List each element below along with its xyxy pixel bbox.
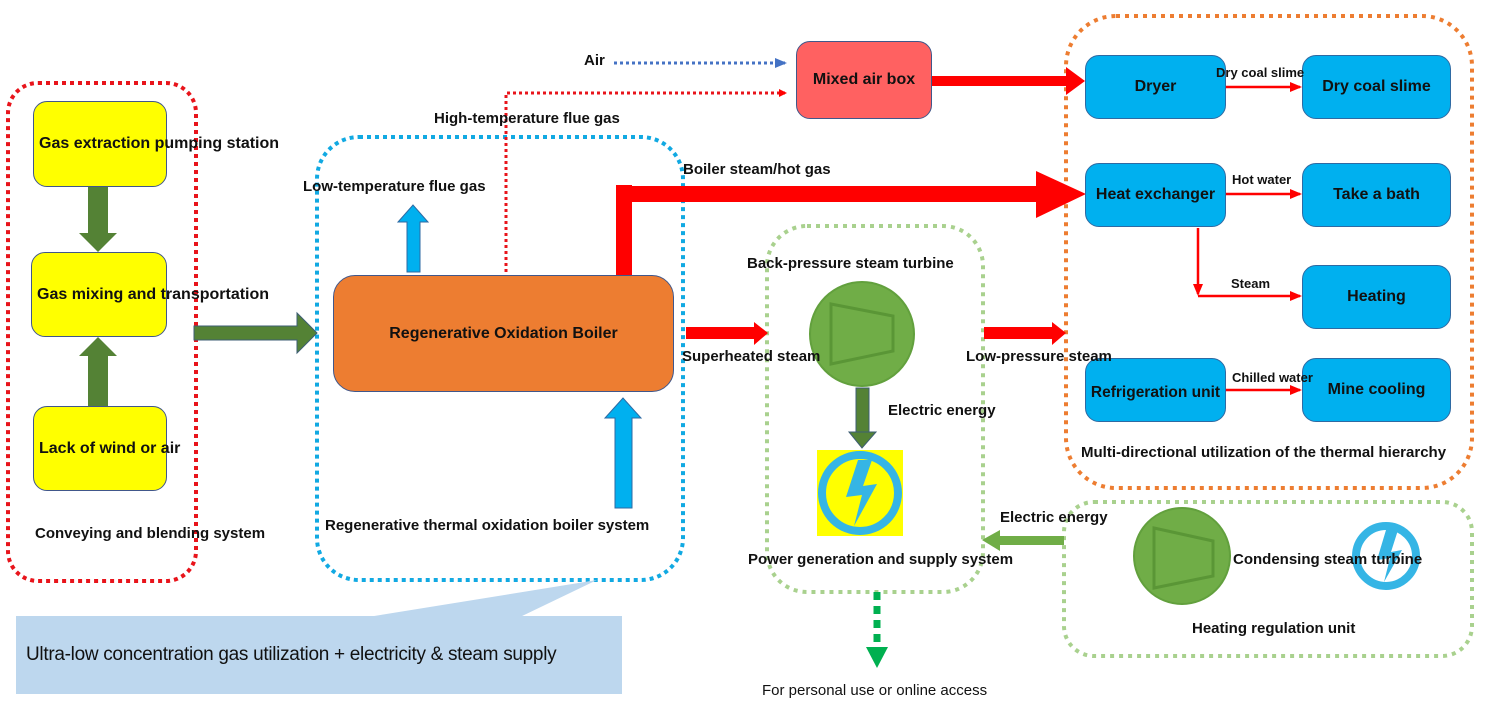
node-take-a-bath: Take a bath [1302,163,1451,227]
node-lack-of-wind: Lack of wind or air [33,406,180,491]
label-electric-energy-2: Electric energy [1000,509,1108,526]
group-power-system-label: Power generation and supply system [748,551,1014,568]
back-pressure-turbine-icon [809,281,915,387]
node-refrigeration-unit-label: Refrigeration unit [1090,384,1221,401]
label-steam: Steam [1231,276,1271,291]
summary-callout: Ultra-low concentration gas utilization … [16,616,622,694]
group-heating-regulation-label: Heating regulation unit [1192,620,1356,637]
node-dryer-label: Dryer [1134,78,1177,95]
node-heat-exchanger-label: Heat exchanger [1095,186,1216,203]
group-boiler-system-border [315,135,685,582]
arrow-mixedair-to-dryer [932,67,1085,95]
node-heating: Heating [1302,265,1451,329]
label-electric-energy-1: Electric energy [888,402,996,419]
label-chilled-water: Chilled water [1232,370,1313,385]
label-low-temp-flue-gas: Low-temperature flue gas [303,178,486,195]
summary-callout-text: Ultra-low concentration gas utilization … [26,644,557,665]
label-back-pressure-turbine: Back-pressure steam turbine [747,255,954,272]
node-boiler: Regenerative Oxidation Boiler [333,275,674,392]
node-mixed-air-box-label: Mixed air box [812,71,916,88]
label-dry-coal-slime-flow: Dry coal slime [1216,65,1305,80]
node-mine-cooling: Mine cooling [1302,358,1451,422]
node-take-a-bath-label: Take a bath [1333,186,1420,203]
node-gas-mixing-label: Gas mixing and transportation [37,285,270,303]
node-mixed-air-box: Mixed air box [796,41,932,119]
label-low-pressure-steam: Low-pressure steam [966,348,1112,365]
node-heating-label: Heating [1347,288,1406,305]
group-boiler-system-label: Regenerative thermal oxidation boiler sy… [325,517,650,534]
label-boiler-steam-hot-gas: Boiler steam/hot gas [683,161,831,178]
node-dry-coal-slime: Dry coal slime [1302,55,1451,119]
node-lack-of-wind-label: Lack of wind or air [39,439,181,457]
group-conveying-label: Conveying and blending system [35,525,266,542]
arrow-low-pressure-steam [984,322,1066,345]
label-air: Air [584,52,605,69]
label-hot-water: Hot water [1232,172,1292,187]
arrow-mixing-to-boiler [193,311,318,355]
node-heat-exchanger: Heat exchanger [1085,163,1226,227]
power-generation-icon [817,450,903,536]
condensing-turbine-icon [1133,507,1231,605]
arrow-boiler-steam-hot-gas [616,171,1086,276]
arrow-extraction-to-mixing [79,187,117,252]
node-gas-extraction: Gas extraction pumping station [33,101,279,187]
group-heating-regulation-border [1062,500,1474,658]
arrow-electric-energy-left [982,530,1064,551]
node-gas-mixing: Gas mixing and transportation [31,252,269,337]
node-mine-cooling-label: Mine cooling [1327,381,1426,398]
group-thermal-label: Multi-directional utilization of the the… [1081,444,1447,461]
label-superheated-steam: Superheated steam [682,348,821,365]
node-boiler-label: Regenerative Oxidation Boiler [389,324,618,342]
group-thermal-border [1064,14,1474,490]
arrow-lackair-to-mixing [79,337,117,406]
node-refrigeration-unit: Refrigeration unit [1085,358,1226,422]
label-condensing-turbine: Condensing steam turbine [1233,551,1423,568]
arrow-low-temp-flue-gas [396,204,430,273]
flow-high-temp-flue-gas [504,89,787,278]
node-dry-coal-slime-label: Dry coal slime [1322,78,1431,95]
arrow-superheated-steam [686,322,768,345]
arrow-electric-energy-down [847,387,878,449]
node-dryer: Dryer [1085,55,1226,119]
condensing-power-icon [1352,522,1420,590]
callout-pointer [368,580,597,617]
arrow-personal-use [866,592,888,668]
label-personal-use: For personal use or online access [762,682,988,699]
label-high-temp-flue-gas: High-temperature flue gas [434,110,620,127]
arrow-boiler-input [603,397,643,509]
node-gas-extraction-label: Gas extraction pumping station [39,135,280,152]
